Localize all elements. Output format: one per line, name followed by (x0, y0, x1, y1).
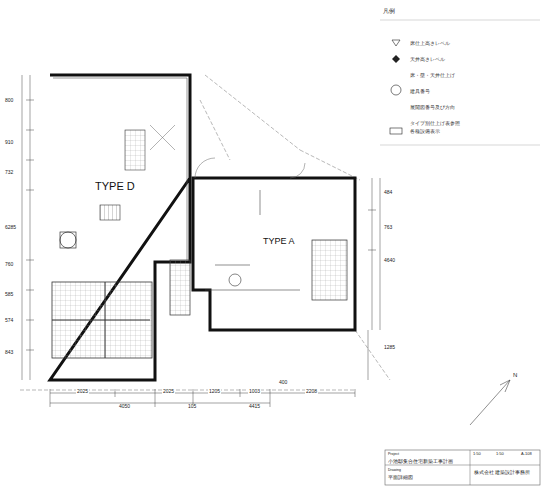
dimension-label: 1:50 (472, 452, 482, 456)
dimension-label: 1285 (383, 345, 396, 350)
unit-region: TYPE D (50, 75, 190, 380)
dimension-label: 910 (4, 140, 14, 145)
legend-text: 展開図番号及び方向 (410, 104, 455, 110)
legend-text: 床仕上高さレベル (410, 40, 450, 46)
dimension-label: 凡例 (382, 8, 396, 14)
dimension-label: 2025 (162, 389, 175, 394)
dimension-label: 4050 (118, 404, 131, 409)
dimension-label: 4640 (383, 258, 396, 263)
dimension-label: N (512, 372, 518, 378)
dimension-label: 585 (4, 292, 14, 297)
node-text: 小池邸集合住宅新築工事計画 (388, 458, 453, 464)
legend-text: 建具番号 (410, 88, 430, 94)
dimension-label: 843 (4, 350, 14, 355)
dimension-label: 1:50 (495, 452, 505, 456)
dimension-label: 760 (4, 262, 14, 267)
dimension-label: A-108 (520, 452, 533, 456)
legend-text: タイプ別仕上げ表参照 (410, 120, 460, 126)
node-text: TYPE A (263, 236, 295, 246)
dimension-label: 105 (187, 404, 197, 409)
legend-text: 床・壁・天井仕上げ (410, 72, 455, 78)
dimension-label: 1003 (248, 389, 261, 394)
legend-text: 各種設備表示 (410, 128, 440, 134)
node-text: Project (388, 452, 399, 456)
dimension-label: 763 (383, 225, 393, 230)
node-text: Drawing (388, 468, 401, 472)
title-block: Project 小池邸集合住宅新築工事計画 Drawing 平面詳細図 (385, 450, 540, 485)
dimension-label: 6285 (4, 225, 17, 230)
dimension-label: 732 (4, 170, 14, 175)
dimension-label: 400 (278, 380, 288, 385)
node-text: 平面詳細図 (388, 474, 413, 480)
dimension-label: 株式会社 建築設計事務所 (473, 470, 531, 475)
dimension-label: 574 (4, 318, 14, 323)
dimension-label: 4415 (248, 404, 261, 409)
dimension-label: 2025 (76, 389, 89, 394)
legend-text: 天井高さレベル (410, 56, 445, 62)
dimension-label: 800 (4, 98, 14, 103)
node-text: TYPE D (95, 180, 135, 192)
dimension-label: 2208 (305, 389, 318, 394)
unit-region: TYPE A (193, 178, 355, 330)
dimension-label: 484 (383, 190, 393, 195)
dimension-label: 1205 (208, 389, 221, 394)
